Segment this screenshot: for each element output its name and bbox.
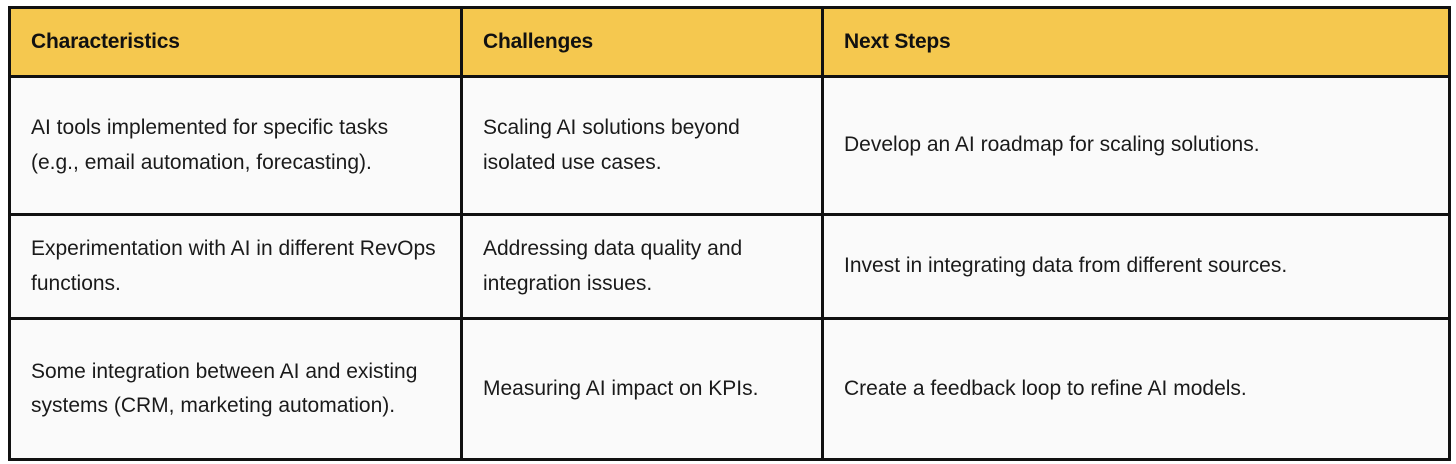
table-row: Experimentation with AI in different Rev… (9, 214, 1450, 320)
table-body: AI tools implemented for specific tasks … (9, 76, 1450, 460)
cell-characteristics: Some integration between AI and existing… (9, 318, 463, 460)
cell-challenges: Measuring AI impact on KPIs. (461, 318, 824, 460)
table-header: Characteristics Challenges Next Steps (9, 7, 1450, 78)
cell-challenges: Addressing data quality and integration … (461, 214, 824, 320)
column-header-challenges: Challenges (461, 7, 824, 78)
cell-characteristics: AI tools implemented for specific tasks … (9, 76, 463, 216)
cell-characteristics: Experimentation with AI in different Rev… (9, 214, 463, 320)
ai-maturity-table: Characteristics Challenges Next Steps AI… (8, 6, 1451, 461)
table-row: Some integration between AI and existing… (9, 318, 1450, 460)
table-row: AI tools implemented for specific tasks … (9, 76, 1450, 216)
column-header-next-steps: Next Steps (822, 7, 1450, 78)
cell-challenges: Scaling AI solutions beyond isolated use… (461, 76, 824, 216)
cell-next-steps: Develop an AI roadmap for scaling soluti… (822, 76, 1450, 216)
cell-next-steps: Invest in integrating data from differen… (822, 214, 1450, 320)
cell-next-steps: Create a feedback loop to refine AI mode… (822, 318, 1450, 460)
header-row: Characteristics Challenges Next Steps (9, 7, 1450, 78)
column-header-characteristics: Characteristics (9, 7, 463, 78)
